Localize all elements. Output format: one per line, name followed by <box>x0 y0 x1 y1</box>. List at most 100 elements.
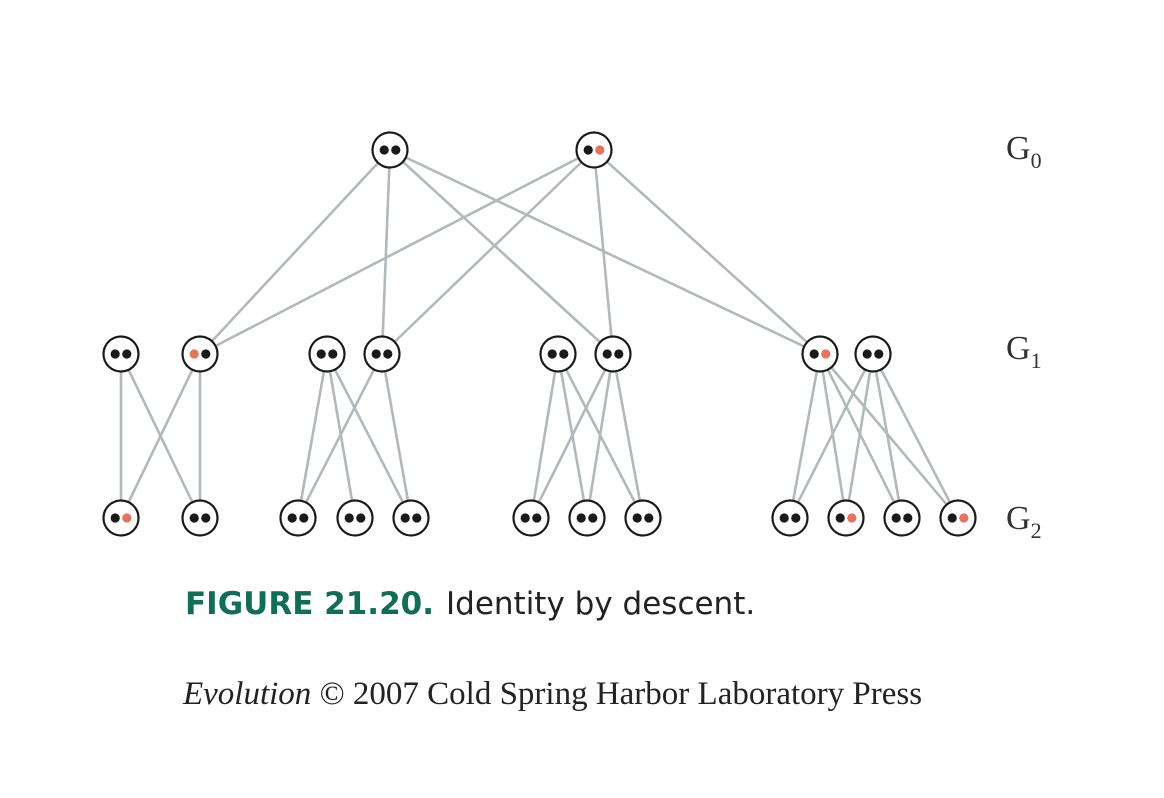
individual-circle <box>883 499 921 537</box>
individual-circle <box>827 499 865 537</box>
descent-edge <box>592 149 615 355</box>
allele-dot <box>588 513 598 523</box>
marked-allele-dot <box>959 513 969 523</box>
descent-edge <box>199 149 391 355</box>
copyright-credit: Evolution © 2007 Cold Spring Harbor Labo… <box>183 676 922 713</box>
descent-edge <box>381 149 595 355</box>
allele-dot <box>189 513 199 523</box>
individual-node <box>308 335 346 373</box>
generation-label-g2: G2 <box>1006 500 1042 543</box>
individual-circle <box>771 499 809 537</box>
allele-dot <box>614 349 624 359</box>
allele-dot <box>356 513 366 523</box>
allele-dot <box>602 349 612 359</box>
descent-edge <box>871 353 904 519</box>
individual-node <box>575 131 613 169</box>
allele-dot <box>947 513 957 523</box>
descent-edge <box>788 353 822 519</box>
descent-edge <box>119 353 202 519</box>
individual-node <box>854 335 892 373</box>
edges <box>119 148 960 519</box>
allele-dot <box>520 513 530 523</box>
pedigree-diagram <box>102 131 977 537</box>
descent-edge <box>529 353 560 519</box>
descent-edge <box>819 353 959 519</box>
allele-dot <box>379 145 389 155</box>
individual-node <box>512 499 550 537</box>
allele-dot <box>862 349 872 359</box>
individual-node <box>594 335 632 373</box>
individual-circle <box>371 131 409 169</box>
allele-dot <box>110 513 120 523</box>
individual-node <box>939 499 977 537</box>
individual-node <box>181 499 219 537</box>
marked-allele-dot <box>189 349 199 359</box>
individual-node <box>392 499 430 537</box>
marked-allele-dot <box>122 513 132 523</box>
allele-dot <box>412 513 422 523</box>
individual-node <box>181 335 219 373</box>
individual-circle <box>181 335 219 373</box>
individual-node <box>371 131 409 169</box>
individual-circle <box>801 335 839 373</box>
individual-circle <box>336 499 374 537</box>
descent-edge <box>593 149 821 355</box>
individual-circle <box>575 131 613 169</box>
allele-dot <box>391 145 401 155</box>
allele-dot <box>903 513 913 523</box>
allele-dot <box>809 349 819 359</box>
descent-edge <box>611 353 645 519</box>
descent-edge <box>380 149 392 355</box>
allele-dot <box>583 145 593 155</box>
allele-dot <box>122 349 132 359</box>
figure-caption: FIGURE 21.20.Identity by descent. <box>185 586 755 622</box>
individual-node <box>102 499 140 537</box>
marked-allele-dot <box>847 513 857 523</box>
descent-edge <box>818 353 848 519</box>
descent-edge <box>389 148 821 356</box>
allele-dot <box>559 349 569 359</box>
allele-dot <box>791 513 801 523</box>
individual-node <box>801 335 839 373</box>
descent-edge <box>871 353 960 519</box>
descent-edge <box>296 353 329 519</box>
individual-circle <box>854 335 892 373</box>
individual-node <box>363 335 401 373</box>
individual-circle <box>102 499 140 537</box>
allele-dot <box>371 349 381 359</box>
allele-dot <box>344 513 354 523</box>
caption-text: Identity by descent. <box>446 586 756 622</box>
nodes <box>102 131 977 537</box>
allele-dot <box>287 513 297 523</box>
allele-dot <box>532 513 542 523</box>
individual-node <box>539 335 577 373</box>
individual-circle <box>363 335 401 373</box>
individual-circle <box>102 335 140 373</box>
descent-edge <box>529 353 615 519</box>
descent-edge <box>199 148 595 356</box>
allele-dot <box>632 513 642 523</box>
individual-node <box>883 499 921 537</box>
individual-node <box>624 499 662 537</box>
book-title: Evolution <box>183 676 312 712</box>
individual-circle <box>512 499 550 537</box>
allele-dot <box>328 349 338 359</box>
individual-circle <box>308 335 346 373</box>
descent-edge <box>844 353 875 519</box>
generation-label-g0: G0 <box>1006 130 1042 173</box>
allele-dot <box>891 513 901 523</box>
individual-node <box>771 499 809 537</box>
allele-dot <box>383 349 393 359</box>
individual-circle <box>392 499 430 537</box>
allele-dot <box>874 349 884 359</box>
allele-dot <box>201 349 211 359</box>
individual-circle <box>568 499 606 537</box>
individual-circle <box>939 499 977 537</box>
allele-dot <box>400 513 410 523</box>
descent-edge <box>585 353 615 519</box>
allele-dot <box>201 513 211 523</box>
marked-allele-dot <box>821 349 831 359</box>
allele-dot <box>835 513 845 523</box>
individual-node <box>827 499 865 537</box>
individual-node <box>102 335 140 373</box>
